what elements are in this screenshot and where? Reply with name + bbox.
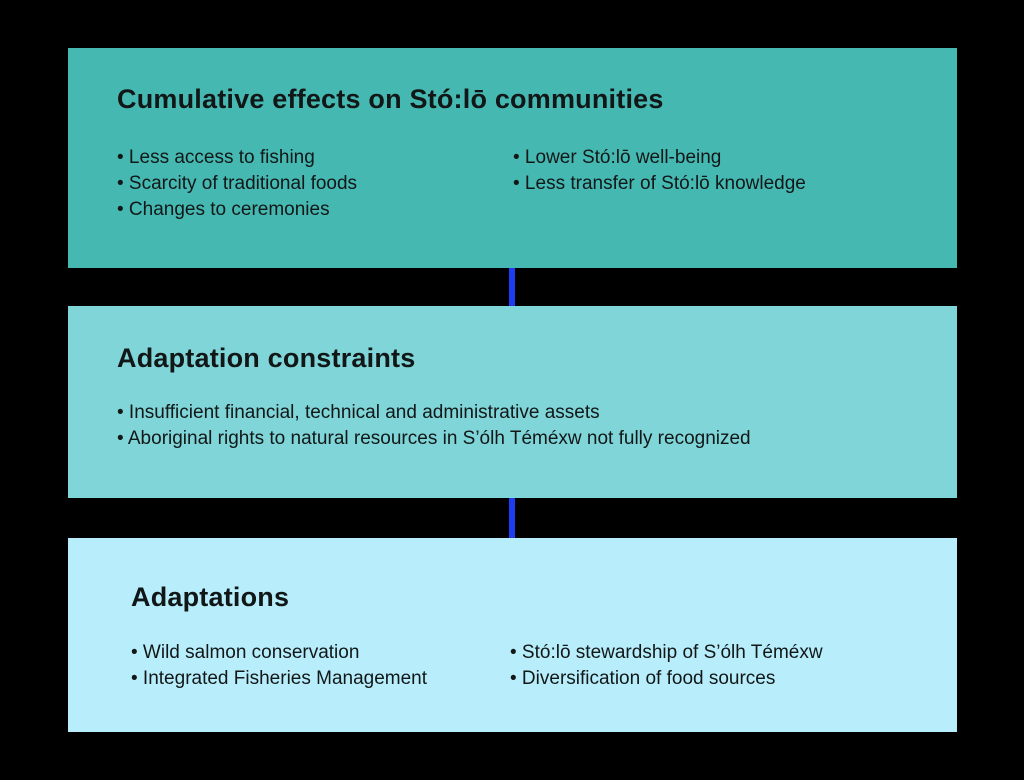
list-item: • Stó:lō stewardship of S’ólh Téméxw [510,642,823,663]
list-item: • Less access to fishing [117,147,315,168]
bullet-columns: • Less access to fishing • Scarcity of tr… [117,145,957,223]
list-item: • Wild salmon conservation [131,642,360,663]
list-item: • Scarcity of traditional foods [117,173,358,194]
bullet-columns: • Wild salmon conservation • Integrated F… [131,640,957,692]
list-item: • Diversification of food sources [510,668,776,689]
cumulative-effects-left-list: • Less access to fishing • Scarcity of tr… [117,145,513,223]
box-adaptations: Adaptations • Wild salmon conservation• … [68,538,957,732]
list-item: • Insufficient financial, technical and … [117,402,600,423]
cumulative-effects-right-list: • Lower Stó:lō well-being • Less transfer… [513,145,957,197]
list-item: • Aboriginal rights to natural resources… [117,428,751,449]
box-adaptations-title: Adaptations [131,582,290,612]
list-item: • Lower Stó:lō well-being [513,147,722,168]
connector-line-bottom [509,498,515,538]
list-item: • Integrated Fisheries Management [131,668,428,689]
box-adaptation-constraints: Adaptation constraints • Insufficient fi… [68,306,957,498]
bullet-columns: • Insufficient financial, technical and … [117,400,957,452]
box-cumulative-effects: Cumulative effects on Stó:lō communities… [68,48,957,268]
list-item: • Less transfer of Stó:lō knowledge [513,173,806,194]
adaptations-right-list: • Stó:lō stewardship of S’ólh Téméxw • Di… [510,640,957,692]
connector-line-top [509,268,515,306]
adaptation-constraints-list: • Insufficient financial, technical and … [117,400,957,452]
box-adaptation-constraints-title: Adaptation constraints [117,343,416,373]
adaptations-left-list: • Wild salmon conservation • Integrated F… [131,640,510,692]
box-cumulative-effects-title: Cumulative effects on Stó:lō communities [117,84,664,114]
list-item: • Changes to ceremonies [117,199,330,220]
